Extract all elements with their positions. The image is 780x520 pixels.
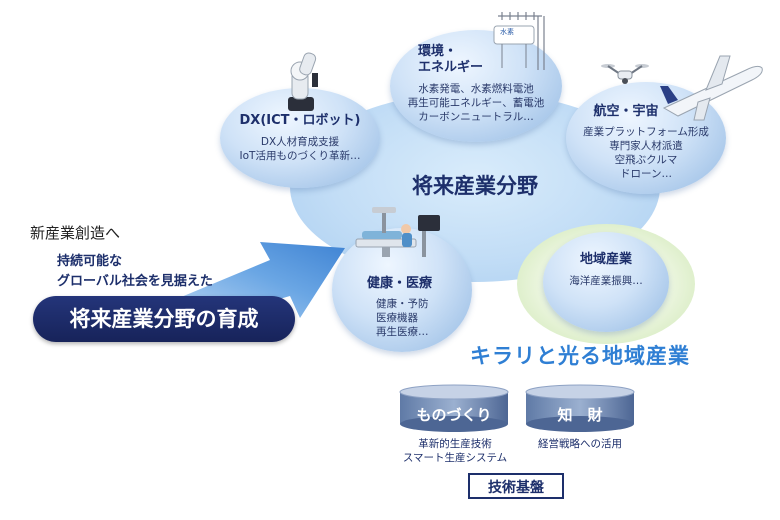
aero-item-4: ドローン… [620, 168, 672, 180]
health-item-2: 医療機器 [376, 312, 418, 324]
energy-item-1: 水素発電、水素燃料電池 [418, 83, 534, 95]
aero-item-3: 空飛ぶクルマ [614, 154, 678, 166]
tank-label: 水素 [500, 28, 514, 36]
intro-line-3: グローバル社会を見据えた [57, 274, 213, 289]
energy-title-line-2: エネルギー [418, 60, 484, 75]
medical-equipment-icon [355, 207, 440, 257]
energy-title-line-1: 環境・ [418, 44, 458, 59]
hydrogen-tank-icon [493, 12, 545, 70]
drone-icon [601, 64, 649, 84]
energy-item-2: 再生可能エネルギー、蓄電池 [407, 97, 545, 109]
monozukuri-label: ものづくり [416, 406, 492, 424]
center-title: 将来産業分野 [412, 174, 538, 198]
technology-base-label: 技術基盤 [468, 473, 564, 499]
dx-item-1: DX人材育成支援 [260, 136, 340, 148]
health-bubble [332, 228, 472, 352]
dx-item-2: IoT活用ものづくり革新… [239, 150, 361, 162]
dx-title: DX(ICT・ロボット) [239, 113, 361, 128]
health-item-3: 再生医療… [376, 326, 429, 338]
monozukuri-item-1: 革新的生産技術 [418, 438, 492, 450]
goal-pill-label: 将来産業分野の育成 [69, 307, 259, 331]
local-title: 地域産業 [579, 252, 632, 267]
chizai-label: 知 財 [557, 406, 603, 424]
health-item-1: 健康・予防 [376, 298, 429, 310]
monozukuri-item-2: スマート生産システム [402, 452, 508, 464]
kirari-heading: キラリと光る地域産業 [470, 344, 690, 368]
aero-item-2: 専門家人材派遣 [609, 140, 683, 152]
goal-pill [33, 296, 295, 342]
energy-item-3: カーボンニュートラル… [418, 111, 534, 123]
airplane-icon [660, 55, 763, 121]
chizai-item-1: 経営戦略への活用 [538, 438, 622, 450]
local-item-1: 海洋産業振興… [569, 275, 643, 287]
health-title: 健康・医療 [367, 276, 433, 291]
chizai-cylinder [525, 384, 635, 432]
energy-bubble [390, 30, 562, 142]
aero-title: 航空・宇宙 [593, 104, 659, 119]
aero-item-1: 産業プラットフォーム形成 [583, 126, 709, 138]
intro-line-1: 新産業創造へ [30, 224, 121, 242]
robot-arm-icon [288, 52, 318, 111]
local-bubble [543, 232, 669, 332]
intro-line-2: 持続可能な [57, 254, 123, 269]
monozukuri-cylinder [399, 384, 509, 432]
